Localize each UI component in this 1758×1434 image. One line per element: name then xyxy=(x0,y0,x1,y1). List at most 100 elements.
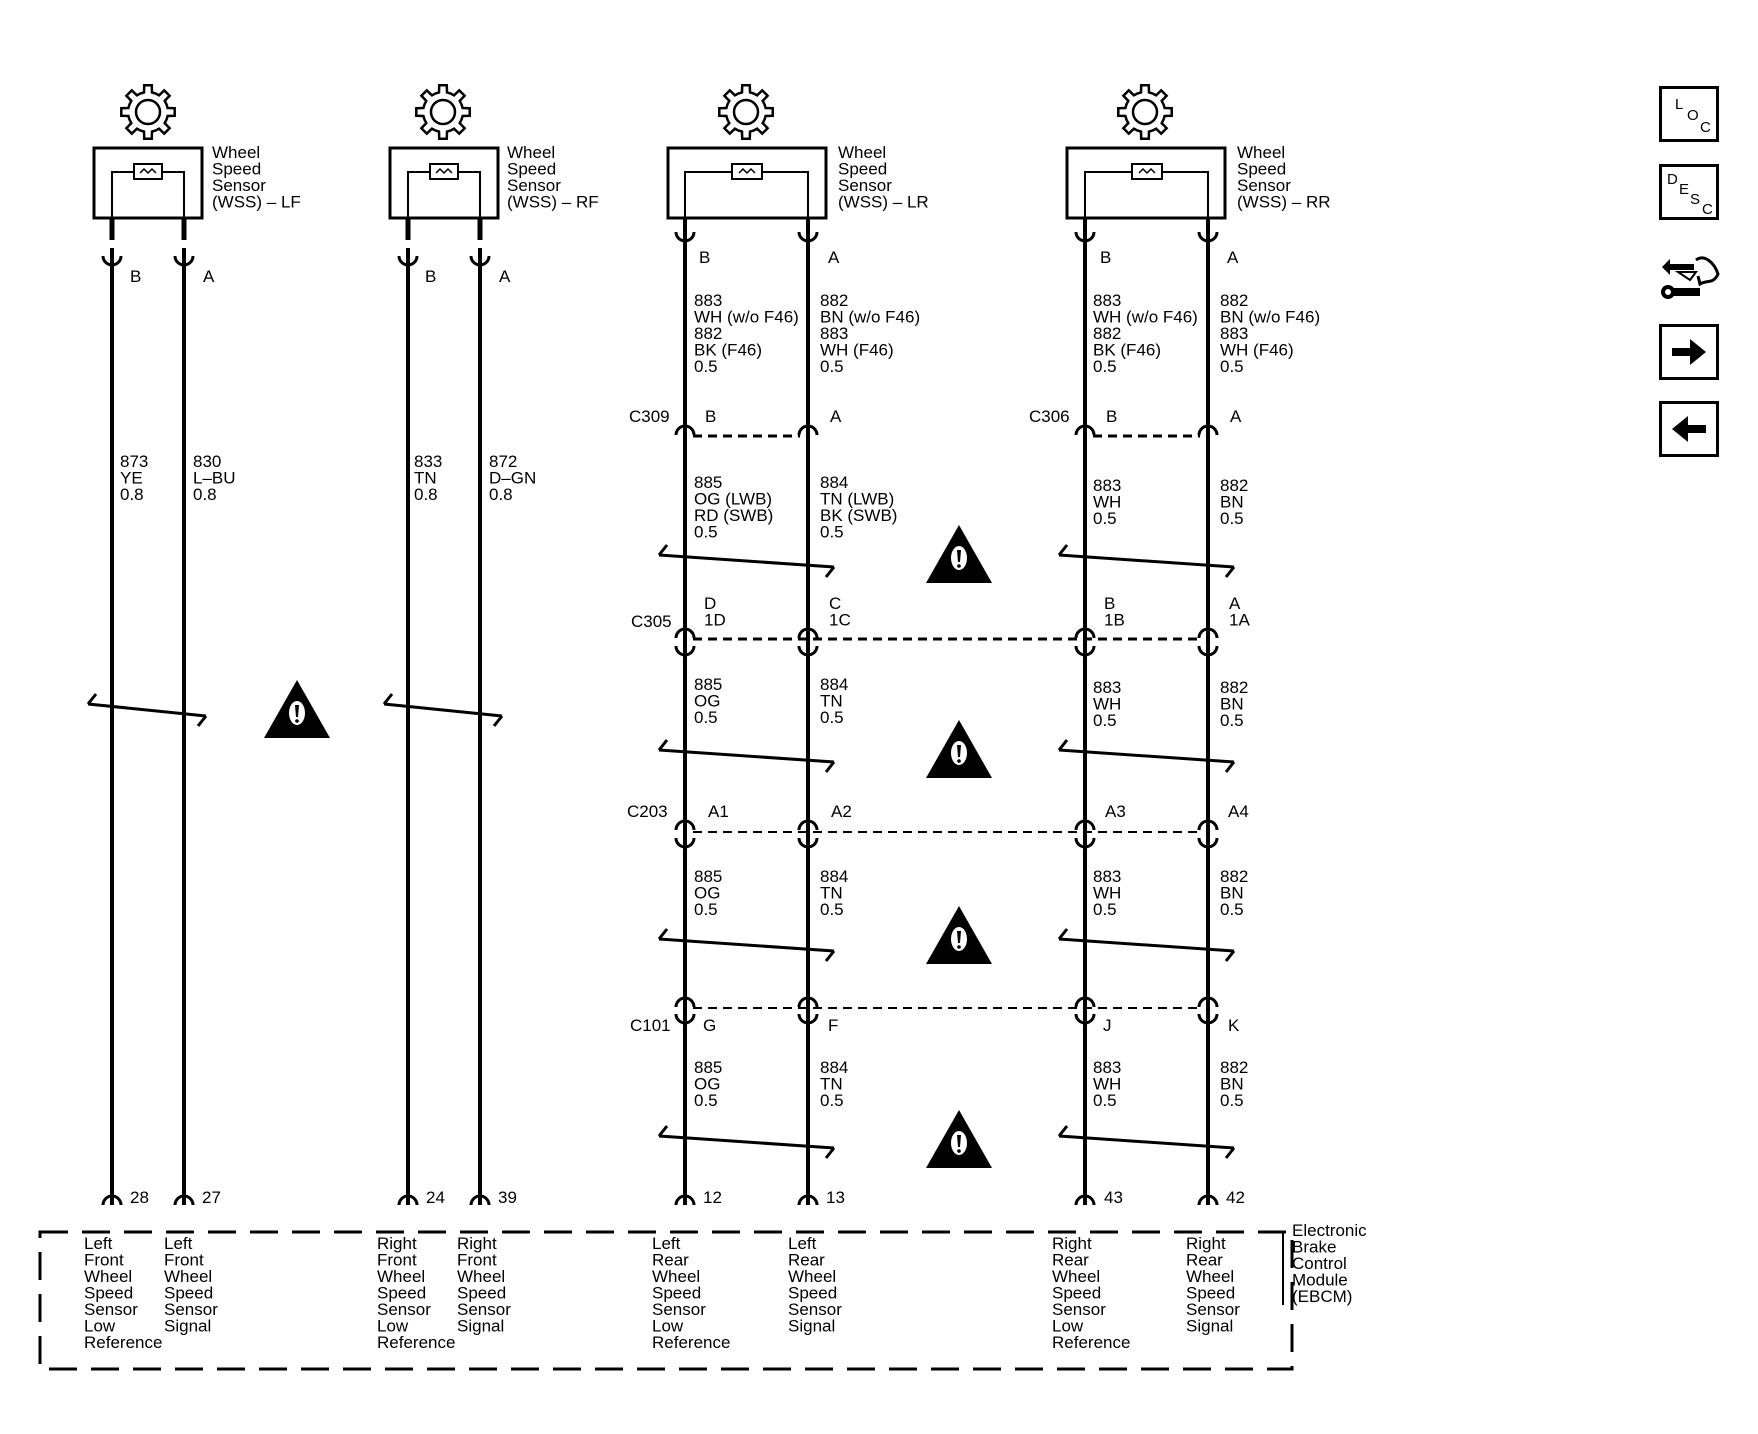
terminal xyxy=(674,231,696,243)
connector-label: C306 xyxy=(1029,407,1070,426)
desc-letter: C xyxy=(1702,201,1713,218)
connector-pin: A3 xyxy=(1105,802,1126,821)
loc-letter: O xyxy=(1687,107,1699,124)
connector-pin: F xyxy=(828,1016,838,1035)
gear-icon xyxy=(415,84,471,140)
arrow-left-icon xyxy=(1672,416,1706,442)
connector-label: C305 xyxy=(631,612,672,631)
connector-pin: K xyxy=(1228,1016,1240,1035)
terminal xyxy=(1197,231,1219,243)
connector-dashes xyxy=(693,434,1200,1009)
wires xyxy=(109,218,1210,1205)
terminal xyxy=(1074,1013,1096,1025)
ebcm-pin-number: 39 xyxy=(498,1188,517,1207)
terminal xyxy=(674,627,696,639)
terminal xyxy=(674,819,696,831)
location-button[interactable]: L O C xyxy=(1659,86,1719,142)
terminal xyxy=(797,1194,819,1206)
ebcm-pin-number: 24 xyxy=(426,1188,445,1207)
terminal xyxy=(1197,1013,1219,1025)
wire-break xyxy=(382,693,504,727)
terminal xyxy=(1074,627,1096,639)
connector-pin: B xyxy=(705,407,716,426)
warning-icon xyxy=(264,680,330,738)
connector-pin: A xyxy=(830,407,842,426)
wire-break xyxy=(657,544,836,578)
terminal xyxy=(674,837,696,849)
connector-pin: J xyxy=(1103,1016,1112,1035)
terminal xyxy=(1074,1194,1096,1206)
terminal xyxy=(1197,819,1219,831)
ebcm-pin-number: 28 xyxy=(130,1188,149,1207)
ebcm-pin-number: 12 xyxy=(703,1188,722,1207)
pin-label: A xyxy=(203,267,215,286)
ebcm-pin-number: 43 xyxy=(1104,1188,1123,1207)
gear-icon xyxy=(120,84,176,140)
terminal xyxy=(797,424,819,436)
sensor-boxes xyxy=(92,146,1227,220)
gear-icon xyxy=(1117,84,1173,140)
gear-icon xyxy=(718,84,774,140)
terminal xyxy=(674,1194,696,1206)
next-page-button[interactable] xyxy=(1659,324,1719,380)
pin-label: A xyxy=(828,248,840,267)
connector-tools-button[interactable] xyxy=(1656,244,1724,310)
sensor-box-rr xyxy=(1065,146,1227,220)
terminal xyxy=(797,1013,819,1025)
terminal xyxy=(797,837,819,849)
terminal xyxy=(1197,996,1219,1008)
terminal xyxy=(469,1194,491,1206)
pin-label: A xyxy=(1227,248,1239,267)
terminal xyxy=(101,1194,123,1206)
connector-label: C309 xyxy=(629,407,670,426)
connector-label: C101 xyxy=(630,1016,671,1035)
connector-pin: A2 xyxy=(831,802,852,821)
wire-break xyxy=(657,739,836,773)
wire-break xyxy=(1057,544,1236,578)
terminal xyxy=(674,645,696,657)
previous-page-button[interactable] xyxy=(1659,401,1719,457)
description-button[interactable]: D E S C xyxy=(1659,164,1719,220)
terminal xyxy=(1074,996,1096,1008)
terminal xyxy=(397,1194,419,1206)
desc-letter: D xyxy=(1667,171,1678,188)
terminal xyxy=(173,1194,195,1206)
sensor-box-lf xyxy=(92,146,204,220)
arrow-right-icon xyxy=(1672,339,1706,365)
pin-label: B xyxy=(1100,248,1111,267)
terminal xyxy=(1074,819,1096,831)
terminal xyxy=(1197,424,1219,436)
wire-break xyxy=(657,928,836,962)
warning-icon xyxy=(926,525,992,583)
ebcm-box xyxy=(38,1230,1294,1371)
terminal xyxy=(469,255,491,267)
connector-pin: A4 xyxy=(1228,802,1249,821)
